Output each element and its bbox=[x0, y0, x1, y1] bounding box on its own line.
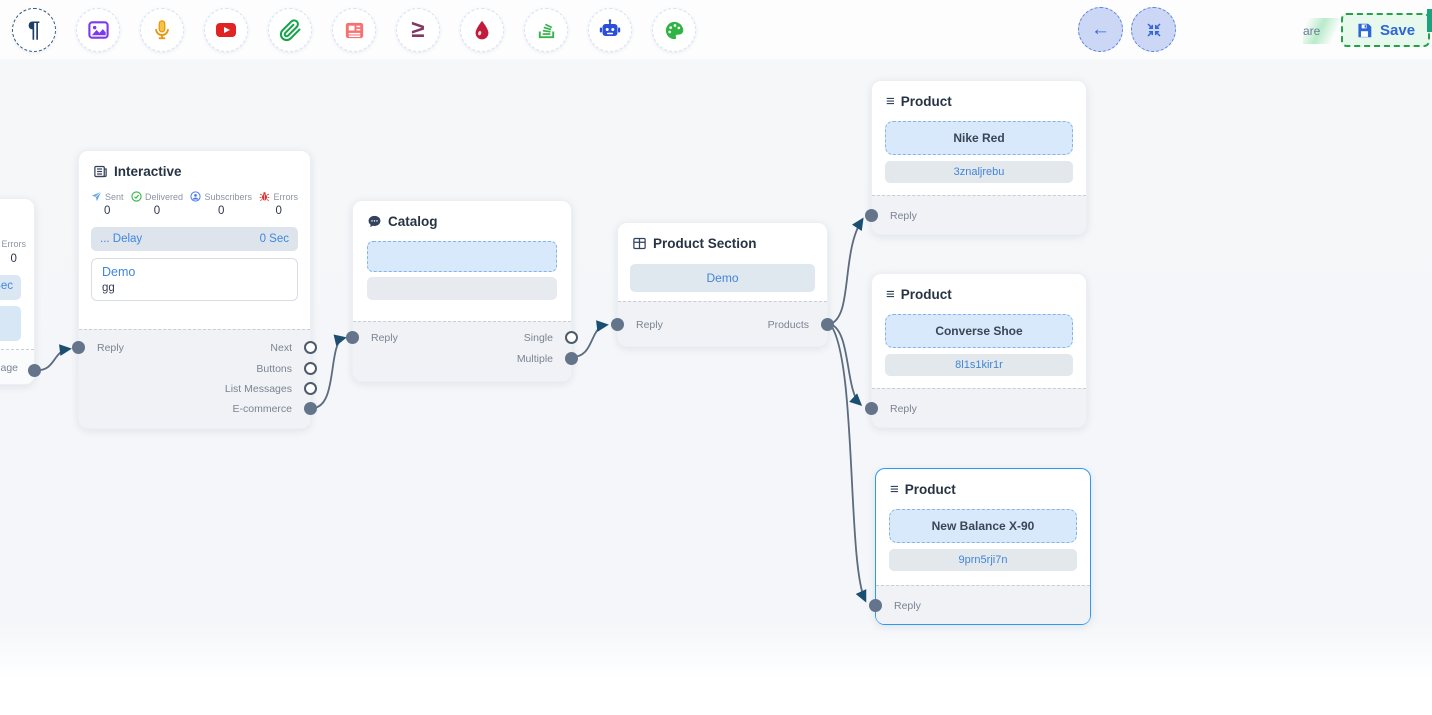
delay-row-partial[interactable]: 0 Sec bbox=[0, 275, 21, 300]
reply-label: Reply bbox=[636, 319, 663, 331]
node-header: ≡ Product bbox=[872, 274, 1086, 306]
section-value[interactable]: Demo bbox=[630, 264, 815, 292]
catalog-selection-box[interactable] bbox=[367, 241, 557, 272]
message-preview-partial[interactable] bbox=[0, 306, 21, 341]
edge-products-to-product2 bbox=[830, 324, 860, 404]
stats-row: Sent 0 Delivered 0 Subscribers bbox=[79, 183, 310, 219]
handle-in-reply[interactable] bbox=[72, 341, 85, 354]
output-label-next: Next bbox=[270, 342, 292, 354]
node-title: Interactive bbox=[114, 164, 182, 179]
output-label-products: Products bbox=[768, 319, 809, 331]
product-retailer-id: 9prn5rji7n bbox=[889, 549, 1077, 571]
handle-in-reply[interactable] bbox=[865, 209, 878, 222]
product-section-node-icon bbox=[632, 236, 647, 251]
product-name[interactable]: Nike Red bbox=[885, 121, 1073, 155]
node-title: Product Section bbox=[653, 236, 757, 251]
node-title: Product bbox=[901, 287, 952, 302]
message-box[interactable]: Demo gg bbox=[91, 258, 298, 301]
node-header: Catalog bbox=[353, 201, 571, 233]
paper-plane-icon bbox=[91, 191, 102, 202]
node-header: ≡ Product bbox=[872, 81, 1086, 113]
handle-in-reply[interactable] bbox=[611, 318, 624, 331]
handle-out-ecommerce[interactable] bbox=[304, 402, 317, 415]
stat-errors: Errors 0 bbox=[2, 239, 27, 265]
node-header: Product Section bbox=[618, 223, 827, 255]
message-body: gg bbox=[102, 282, 287, 294]
product-name[interactable]: Converse Shoe bbox=[885, 314, 1073, 348]
bug-icon bbox=[259, 191, 270, 202]
node-title: Product bbox=[901, 94, 952, 109]
node-title: Product bbox=[905, 482, 956, 497]
delay-label: ... Delay bbox=[100, 233, 142, 245]
stat-subscribers: Subscribers 0 bbox=[190, 191, 252, 217]
delay-row[interactable]: ... Delay 0 Sec bbox=[91, 227, 298, 251]
product-name[interactable]: New Balance X-90 bbox=[889, 509, 1077, 543]
product-retailer-id: 3znaljrebu bbox=[885, 161, 1073, 183]
edge-products-to-product1 bbox=[830, 220, 862, 324]
node-footer bbox=[353, 321, 571, 381]
reply-label: Reply bbox=[890, 403, 917, 415]
stat-delivered: Delivered 0 bbox=[131, 191, 183, 217]
product-retailer-id: 8l1s1kir1r bbox=[885, 354, 1073, 376]
node-message-partial[interactable]: Errors 0 0 Sec essage bbox=[0, 198, 35, 385]
handle-out-products[interactable] bbox=[821, 318, 834, 331]
product-node-icon: ≡ bbox=[890, 482, 899, 497]
handle-out-next[interactable] bbox=[304, 341, 317, 354]
product-node-icon: ≡ bbox=[886, 94, 895, 109]
output-label-list-messages: List Messages bbox=[225, 383, 292, 395]
output-label-message: essage bbox=[0, 362, 18, 374]
handle-in-reply[interactable] bbox=[346, 331, 359, 344]
output-label-ecommerce: E-commerce bbox=[232, 403, 292, 415]
handle-out-message[interactable] bbox=[28, 364, 41, 377]
node-product-section[interactable]: Product Section Demo Reply Products bbox=[617, 222, 828, 347]
handle-out-buttons[interactable] bbox=[304, 362, 317, 375]
node-header: Interactive bbox=[79, 151, 310, 183]
reply-label: Reply bbox=[371, 332, 398, 344]
handle-in-reply[interactable] bbox=[869, 599, 882, 612]
handle-in-reply[interactable] bbox=[865, 402, 878, 415]
message-title: Demo bbox=[102, 265, 287, 279]
check-circle-icon bbox=[131, 191, 142, 202]
node-product-2[interactable]: ≡ Product Converse Shoe 8l1s1kir1r Reply bbox=[871, 273, 1087, 428]
handle-out-single[interactable] bbox=[565, 331, 578, 344]
node-catalog[interactable]: Catalog Reply Single Multiple bbox=[352, 200, 572, 382]
node-product-1[interactable]: ≡ Product Nike Red 3znaljrebu Reply bbox=[871, 80, 1087, 235]
output-label-multiple: Multiple bbox=[517, 353, 553, 365]
delay-value: 0 Sec bbox=[260, 233, 289, 245]
user-circle-icon bbox=[190, 191, 201, 202]
output-label-buttons: Buttons bbox=[256, 363, 292, 375]
reply-label: Reply bbox=[890, 210, 917, 222]
output-label-single: Single bbox=[524, 332, 553, 344]
node-title: Catalog bbox=[388, 214, 438, 229]
reply-label: Reply bbox=[894, 600, 921, 612]
catalog-node-icon bbox=[367, 214, 382, 229]
handle-out-multiple[interactable] bbox=[565, 352, 578, 365]
node-interactive[interactable]: Interactive Sent 0 Delivered 0 bbox=[78, 150, 311, 429]
catalog-empty-bar bbox=[367, 277, 557, 300]
node-header: ≡ Product bbox=[876, 469, 1090, 501]
product-node-icon: ≡ bbox=[886, 287, 895, 302]
reply-label: Reply bbox=[97, 342, 124, 354]
interactive-node-icon bbox=[93, 164, 108, 179]
stat-errors: Errors 0 bbox=[259, 191, 298, 217]
stat-sent: Sent 0 bbox=[91, 191, 124, 217]
node-product-3[interactable]: ≡ Product New Balance X-90 9prn5rji7n Re… bbox=[875, 468, 1091, 625]
handle-out-list-messages[interactable] bbox=[304, 382, 317, 395]
